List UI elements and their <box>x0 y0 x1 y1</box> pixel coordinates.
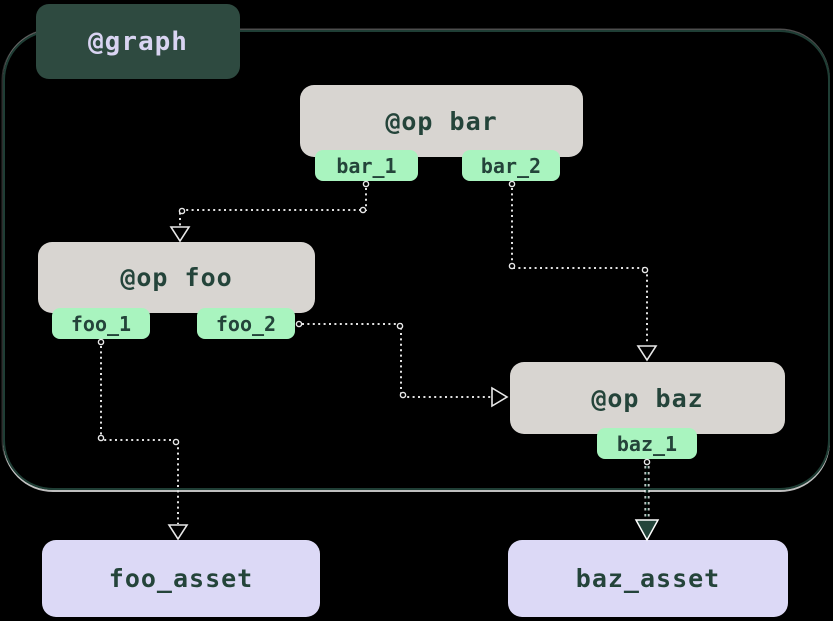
output-chip-foo-2: foo_2 <box>197 308 295 339</box>
graph-badge: @graph <box>36 4 240 79</box>
output-chip-bar-1-label: bar_1 <box>336 153 397 178</box>
output-chip-bar-1: bar_1 <box>315 150 418 181</box>
output-chip-bar-2-label: bar_2 <box>480 153 542 178</box>
arrowhead-filled-icon <box>634 519 660 542</box>
asset-node-foo: foo_asset <box>42 540 320 617</box>
output-chip-foo-1: foo_1 <box>52 308 150 339</box>
graph-badge-label: @graph <box>88 26 188 57</box>
op-foo-label: @op foo <box>120 263 233 292</box>
op-node-foo: @op foo <box>38 242 315 313</box>
output-chip-foo-2-label: foo_2 <box>215 311 277 336</box>
arrowhead-open-icon <box>167 524 189 541</box>
op-baz-label: @op baz <box>591 383 704 413</box>
output-chip-baz-1-label: baz_1 <box>616 431 678 456</box>
asset-baz-label: baz_asset <box>575 564 721 593</box>
op-bar-label: @op bar <box>385 106 498 136</box>
op-node-bar: @op bar <box>300 85 583 157</box>
output-chip-foo-1-label: foo_1 <box>70 311 132 336</box>
output-chip-bar-2: bar_2 <box>462 150 560 181</box>
output-chip-baz-1: baz_1 <box>597 428 697 459</box>
graph-boundary <box>3 30 830 490</box>
op-node-baz: @op baz <box>510 362 785 434</box>
asset-foo-label: foo_asset <box>108 564 254 593</box>
asset-node-baz: baz_asset <box>508 540 788 617</box>
